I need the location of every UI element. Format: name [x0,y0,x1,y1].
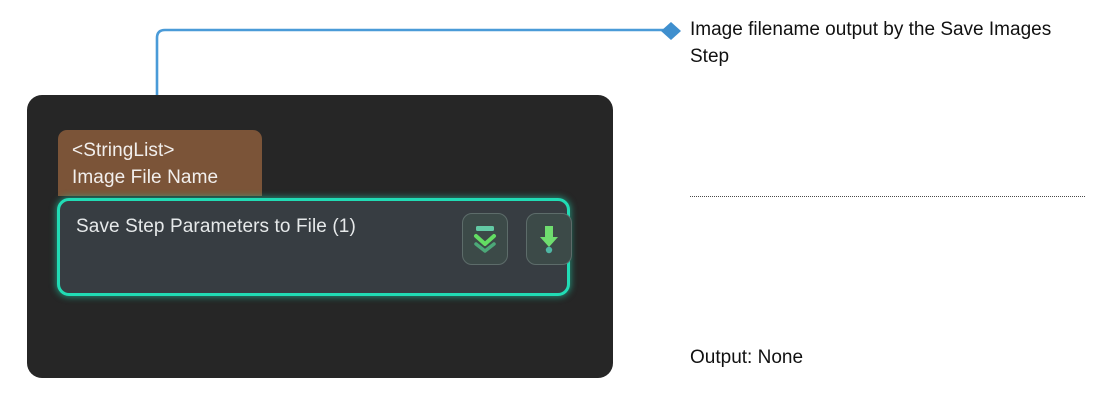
port-name-label: Image File Name [72,167,219,188]
output-status-text: Output: None [690,347,804,368]
node-panel[interactable]: <StringList> Image File Name Save Step P… [27,95,613,378]
download-save-icon [537,224,561,254]
port-label[interactable]: <StringList> Image File Name [58,130,262,196]
collapse-all-button[interactable] [462,213,508,265]
port-type-label: <StringList> [72,140,175,161]
step-box-save-step-parameters-to-file[interactable]: Save Step Parameters to File (1) [57,198,572,296]
annotation-divider [690,196,1085,197]
save-parameters-button[interactable] [526,213,572,265]
callout-text: Image filename output by the Save Images… [690,19,1052,67]
collapse-all-icon [472,224,498,254]
step-title: Save Step Parameters to File (1) [76,216,356,237]
